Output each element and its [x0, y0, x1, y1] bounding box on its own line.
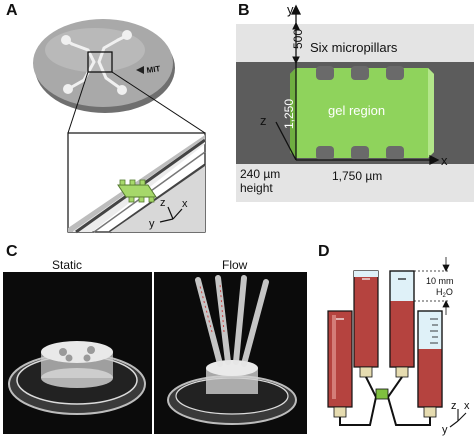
- svg-text:y: y: [149, 218, 155, 230]
- label-height-1: 240 µm: [240, 167, 280, 181]
- gel-region: [290, 68, 434, 158]
- panel-a-axes: [159, 206, 183, 223]
- photo-static: [3, 272, 152, 434]
- label-height-2: height: [240, 181, 273, 195]
- svg-text:y: y: [442, 424, 448, 436]
- label-static: Static: [52, 258, 83, 272]
- svg-text:z: z: [451, 400, 457, 412]
- svg-text:x: x: [182, 198, 188, 210]
- b-z-label: z: [260, 113, 267, 128]
- panel-d-letter: D: [318, 243, 330, 260]
- chip-logo: MIT: [146, 64, 161, 75]
- panel-b-letter: B: [238, 2, 250, 19]
- b-x-label: x: [441, 153, 448, 168]
- label-flow: Flow: [222, 258, 248, 272]
- micropillars: [316, 66, 404, 160]
- dim-1750: 1,750 µm: [332, 169, 382, 183]
- panel-a-letter: A: [6, 2, 18, 19]
- panel-b-diagram: y x z 500 1,250 Six micropillars gel reg…: [236, 2, 474, 202]
- dim-10mm: 10 mm: [426, 276, 454, 286]
- label-gel-region: gel region: [328, 103, 385, 118]
- gel-chamber: [375, 388, 389, 400]
- dim-500: 500: [291, 29, 305, 49]
- dim-h2o: H2O: [436, 287, 453, 299]
- svg-text:z: z: [160, 197, 166, 209]
- microfluidic-channels: [339, 376, 431, 426]
- zoom-box: [87, 51, 113, 73]
- reservoir-tube-2: [353, 270, 379, 368]
- panel-a-chip-illustration: MIT z x y: [33, 19, 206, 234]
- inset-gel-region: [117, 179, 157, 203]
- dim-1250: 1,250: [282, 99, 296, 129]
- label-micropillars: Six micropillars: [310, 40, 398, 55]
- panel-c-letter: C: [6, 243, 18, 260]
- z-axis-line: [275, 121, 297, 161]
- reservoir-tube-1: [327, 310, 353, 408]
- reservoir-tube-4: [417, 310, 443, 408]
- svg-text:x: x: [464, 400, 470, 412]
- panel-d-diagram: 10 mm H2O z x y: [327, 257, 470, 436]
- reservoir-tube-3: [389, 270, 415, 368]
- b-y-label: y: [287, 2, 294, 17]
- photo-flow: [154, 272, 307, 434]
